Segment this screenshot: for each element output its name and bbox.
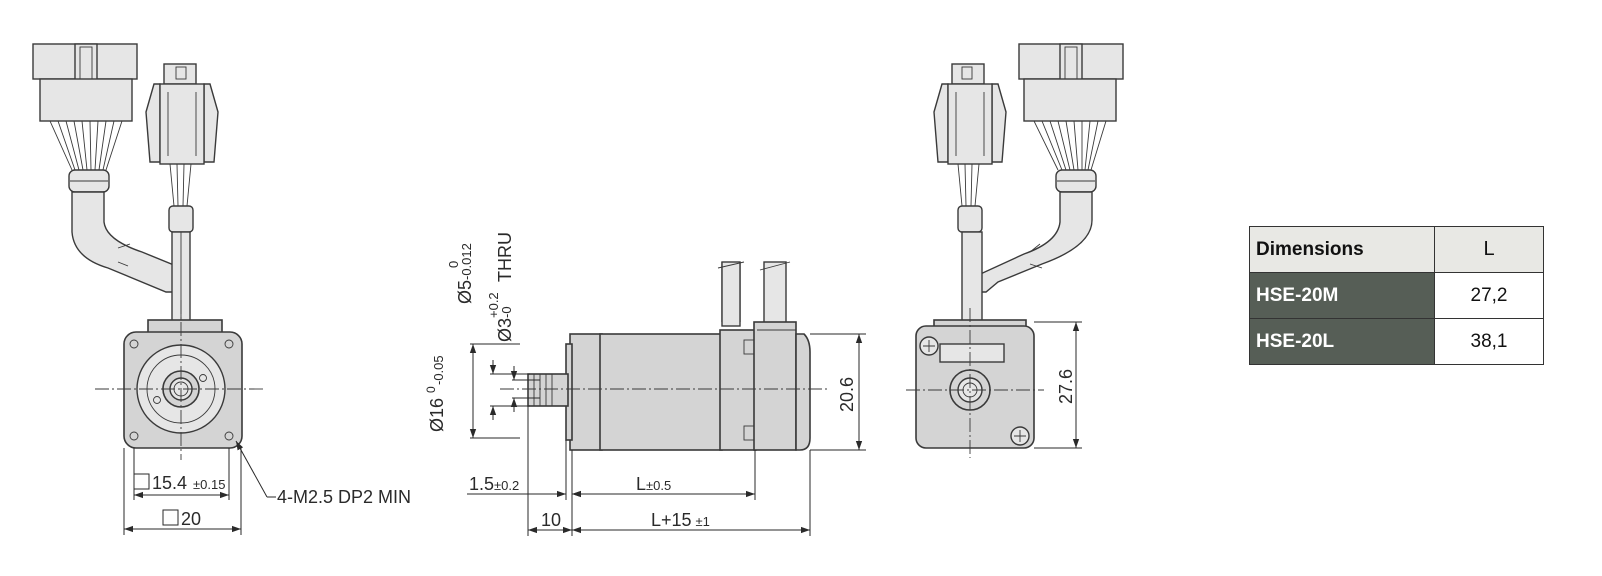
side-height-label: 20.6 [837,377,857,412]
bore-tol-upper: +0.2 [486,292,501,318]
table-row: HSE-20M 27,2 [1249,272,1544,319]
table-cell-l: 27,2 [1434,272,1544,319]
small-connector-right [933,63,1007,323]
large-connector-right [962,43,1124,293]
table-cell-l: 38,1 [1434,318,1544,365]
body-len-label: L±0.5 [636,474,671,494]
rear-height-label: 27.6 [1056,369,1076,404]
table-header-row: Dimensions L [1249,226,1544,273]
bore-tol-lower: -0 [499,306,514,318]
shaft-dia-tol-lower: -0.012 [459,243,474,280]
front-square-inner-label: 15.4 [152,473,187,493]
side-view: Ø16 0 -0.05 Ø5 0 -0.012 Ø3 +0.2 -0 THRU [424,232,866,536]
shaft-dia-tol-upper: 0 [446,261,461,268]
shaft-len-label: 10 [541,510,561,530]
table-header-l: L [1434,226,1544,273]
table-cell-model: HSE-20M [1249,272,1435,319]
front-dimensions: 15.4 ±0.15 20 4-M2.5 DP2 MIN [123,440,411,535]
front-square-inner-tol: ±0.15 [193,477,225,492]
side-motor-body [500,321,830,451]
front-square-outer-label: 20 [181,509,201,529]
mount-holes-label: 4-M2.5 DP2 MIN [277,487,411,507]
pilot-dia-tol-lower: -0.05 [431,355,446,385]
front-view: 15.4 ±0.15 20 4-M2.5 DP2 MIN [32,43,411,535]
side-cables [717,261,791,327]
rear-view: 27.6 [906,43,1124,458]
total-len-label: L+15±1 [651,510,710,530]
bore-label: Ø3 [495,318,515,342]
pilot-dia-label: Ø16 0 [424,386,447,432]
bore-note: THRU [495,232,515,282]
side-dimension-height: 20.6 [810,333,866,451]
large-connector-left [32,43,187,293]
pilot-len-label: 1.5±0.2 [469,474,519,494]
table-row: HSE-20L 38,1 [1249,318,1544,365]
motor-rear-face [906,308,1044,458]
rear-dimension-height: 27.6 [1034,321,1082,449]
shaft-dia-label: Ø5 [455,280,475,304]
table-header-dimensions: Dimensions [1249,226,1435,273]
side-dimensions-left: Ø16 0 -0.05 Ø5 0 -0.012 Ø3 +0.2 -0 THRU [424,232,540,439]
table-cell-model: HSE-20L [1249,318,1435,365]
side-dimensions-bottom: 1.5±0.2 L±0.5 10 L+15±1 [467,406,811,536]
dimensions-table: Dimensions L HSE-20M 27,2 HSE-20L 38,1 [1249,226,1544,365]
motor-front-face [95,300,266,460]
